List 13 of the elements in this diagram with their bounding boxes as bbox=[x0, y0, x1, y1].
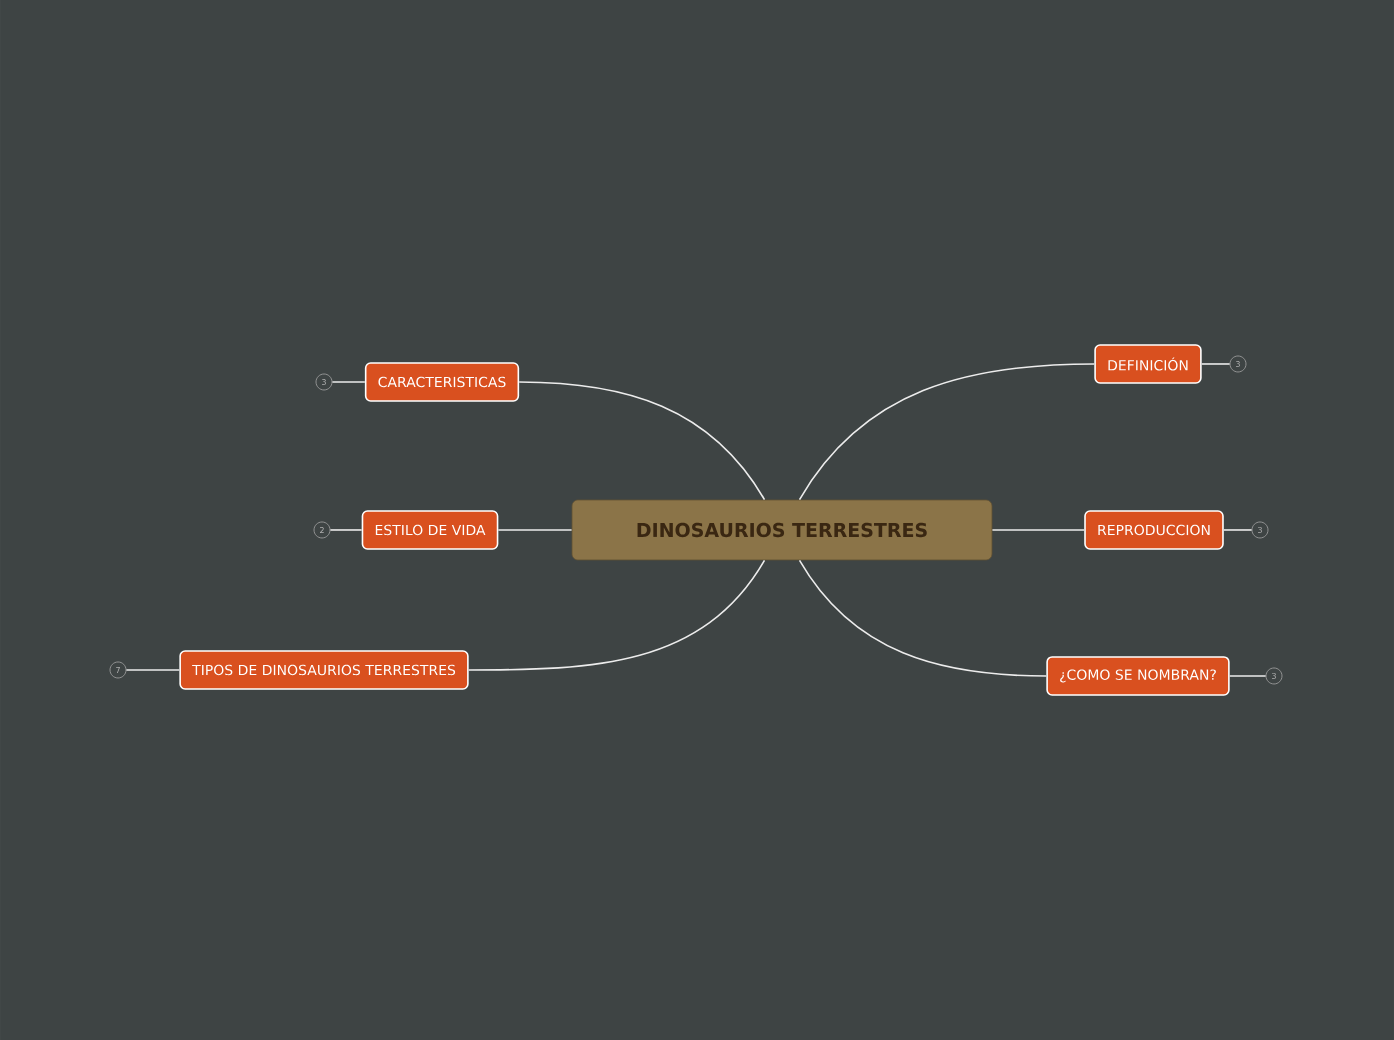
central-topic-box: DINOSAURIOS TERRESTRES bbox=[571, 499, 993, 561]
connector-line bbox=[497, 529, 573, 531]
connector-line bbox=[467, 559, 766, 671]
connector-line bbox=[1223, 529, 1253, 531]
connector-line bbox=[798, 363, 1096, 501]
connector-line bbox=[1200, 363, 1231, 365]
connector-line bbox=[329, 529, 363, 531]
connector-line bbox=[518, 381, 766, 501]
connector-line bbox=[1228, 675, 1267, 677]
connector-line bbox=[991, 529, 1085, 531]
connector-line bbox=[331, 381, 366, 383]
connector-line bbox=[798, 559, 1048, 677]
connector-line bbox=[125, 669, 181, 671]
